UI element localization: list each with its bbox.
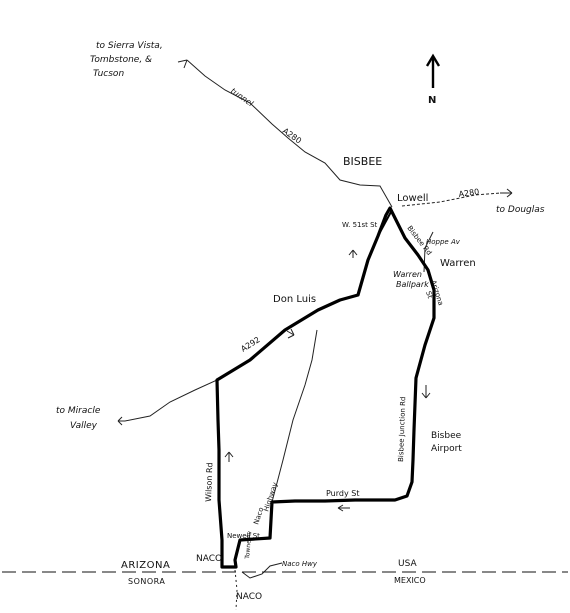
place-label-ballpark-2: Ballpark — [396, 280, 429, 289]
road-label-purdy: Purdy St — [326, 489, 359, 498]
road-to-sierra-vista — [186, 59, 393, 208]
place-label-ballpark-1: Warren — [393, 270, 422, 279]
destination-sierra-vista-1: to Sierra Vista, — [96, 41, 163, 51]
place-label-bisbee: BISBEE — [343, 155, 382, 168]
place-label-airport-2: Airport — [431, 444, 462, 454]
road-label-naco-highway-2: Highway — [262, 481, 279, 512]
place-label-naco-mx: NACO — [236, 592, 262, 602]
road-label-naco-hwy: Naco Hwy — [282, 560, 318, 568]
road-label-hoppe: Hoppe Av — [426, 238, 461, 246]
north-arrow-icon — [425, 53, 441, 88]
border-label-arizona: ARIZONA — [121, 560, 170, 571]
destination-sierra-vista-3: Tucson — [93, 69, 124, 79]
road-to-miracle-valley — [124, 379, 218, 422]
road-label-tunnel: tunnel — [229, 86, 256, 108]
destination-douglas: to Douglas — [496, 205, 545, 215]
border-label-usa: USA — [398, 559, 417, 569]
road-label-wilson: Wilson Rd — [204, 462, 214, 502]
place-label-warren: Warren — [440, 258, 476, 269]
direction-arrows — [117, 59, 513, 512]
road-lowell-spur — [377, 209, 393, 237]
road-naco-highway — [271, 329, 318, 503]
road-label-newell: Newell St — [227, 532, 260, 540]
road-naco-hwy-mx — [241, 562, 283, 579]
place-label-don-luis: Don Luis — [273, 294, 316, 305]
border-label-mexico: MEXICO — [394, 576, 426, 585]
place-label-lowell: Lowell — [397, 193, 428, 204]
destination-miracle-valley-2: Valley — [70, 421, 98, 431]
place-label-airport-1: Bisbee — [431, 431, 462, 441]
north-label: N — [428, 95, 436, 106]
road-label-bisbee-junction: Bisbee Junction Rd — [397, 396, 407, 462]
place-label-naco-us: NACO — [196, 554, 222, 564]
road-to-douglas — [401, 192, 501, 207]
route-loop — [215, 206, 436, 569]
border-label-sonora: SONORA — [128, 577, 165, 586]
road-label-a280-east: A280 — [458, 187, 480, 199]
road-label-w51st: W. 51st St — [342, 221, 378, 229]
destination-miracle-valley-1: to Miracle — [56, 406, 101, 416]
destination-sierra-vista-2: Tombstone, & — [90, 55, 152, 65]
road-label-a280-west: A280 — [281, 126, 303, 145]
road-label-towne: Towne Av — [244, 530, 254, 560]
road-label-arizona-st-2: St — [424, 290, 434, 300]
road-naco-south — [234, 569, 238, 611]
